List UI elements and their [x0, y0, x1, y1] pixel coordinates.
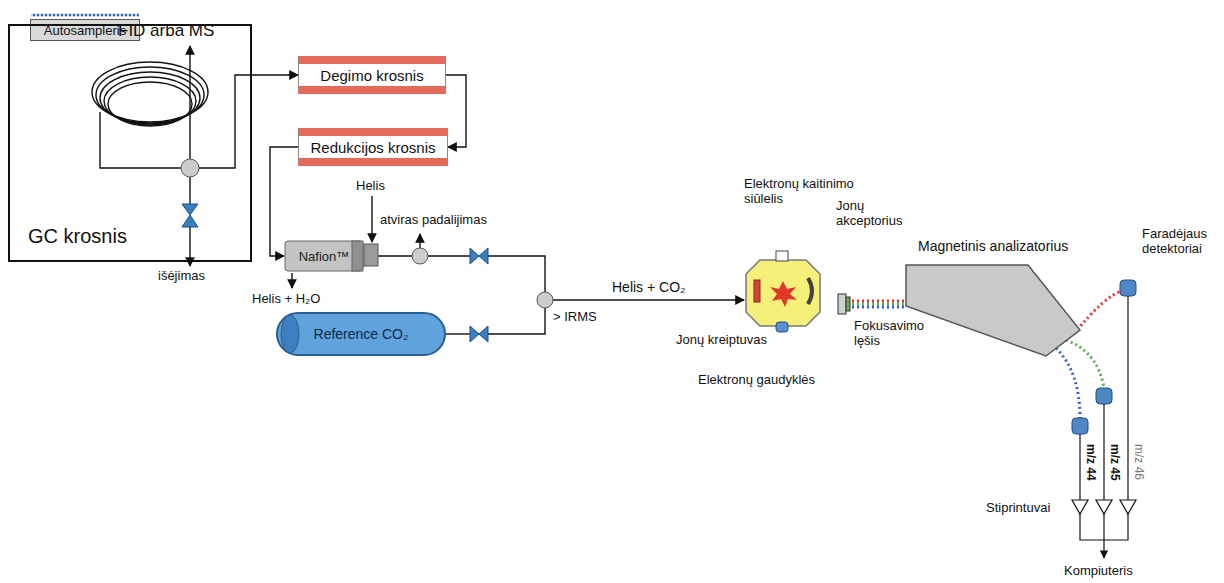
ion-source — [746, 251, 820, 332]
node-text: Magnetinis analizatorius — [918, 238, 1068, 254]
magnetic-analyzer: Magnetinis analizatorius — [898, 238, 1088, 362]
part-label: Fokusavimo lęšis — [854, 318, 940, 348]
node-text: Reference CO₂ — [314, 326, 409, 342]
junction — [537, 292, 553, 308]
furnace-box: Redukcijos krosnis — [298, 128, 448, 166]
part-label: Jonų akceptorius — [836, 198, 926, 228]
autosampler-trays — [31, 11, 139, 18]
part-label: Faradėjaus detektoriai — [1142, 226, 1222, 256]
furnace-box: Degimo krosnis — [298, 56, 446, 94]
part-label: Kompiuteris — [1064, 563, 1133, 578]
node-text: Redukcijos krosnis — [310, 139, 435, 156]
node-text: Nafion™ — [299, 249, 350, 264]
gc-plumbing — [190, 46, 252, 266]
node-text: Degimo krosnis — [320, 67, 423, 84]
focusing-lens — [846, 297, 850, 311]
nafion-outlet — [364, 244, 378, 266]
part-label: Helis — [356, 178, 385, 193]
part-label: išėjimas — [158, 268, 205, 283]
nafion-dryer: Nafion™ — [284, 240, 364, 272]
dryer-body — [285, 241, 363, 271]
part-label: atviras padalijimas — [380, 212, 487, 227]
flow-connector — [270, 147, 298, 256]
mass-label: m/z 46 — [1132, 444, 1146, 480]
part-label: FID arba MS — [118, 23, 214, 38]
signal-wires — [1080, 296, 1128, 558]
part-label: Elektronų gaudyklės — [698, 372, 815, 387]
mass-label: m/z 45 — [1108, 444, 1122, 481]
flow-connector — [446, 75, 466, 147]
valve — [181, 159, 199, 177]
focusing-lens — [838, 294, 846, 314]
reference-gas-cylinder: Reference CO₂ — [276, 312, 446, 356]
part-label: > IRMS — [553, 309, 597, 324]
cylinder-body — [277, 313, 445, 355]
mag-outline — [898, 238, 1088, 362]
part-label: Helis + CO₂ — [612, 280, 686, 295]
magnet-shape — [906, 265, 1080, 356]
dryer-cap — [352, 241, 363, 271]
pump-symbol — [470, 248, 488, 264]
flow-connector — [252, 74, 298, 75]
amplifier-symbol — [1072, 500, 1136, 514]
part-label: Helis + H₂O — [252, 291, 320, 306]
part-label: Jonų kreiptuvas — [676, 332, 767, 347]
mass-label: m/z 44 — [1084, 444, 1098, 481]
pump-symbol — [470, 326, 488, 342]
part-label: Stiprintuvai — [986, 500, 1050, 515]
cylinder-end — [281, 315, 299, 353]
open-split — [412, 248, 428, 264]
pump-symbol — [182, 204, 198, 227]
gc-oven-box: GC krosnis — [8, 24, 252, 262]
node-text: GC krosnis — [28, 225, 127, 248]
